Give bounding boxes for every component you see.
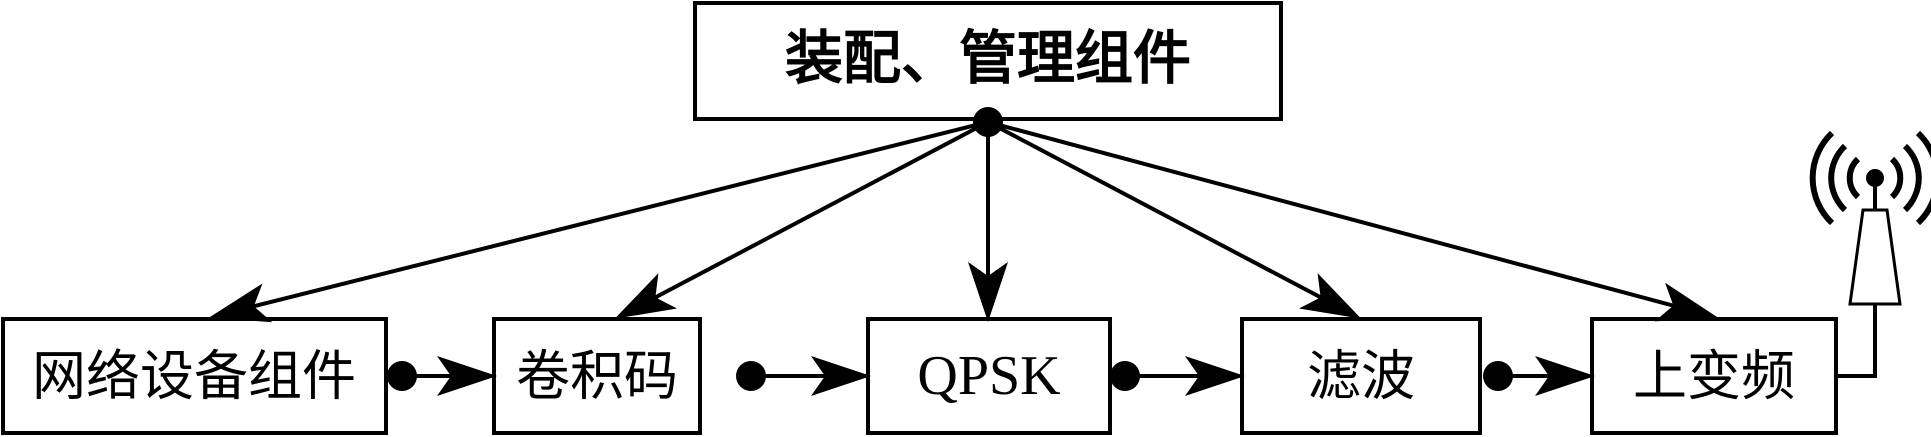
antenna-wave-left-2 [1828, 143, 1848, 213]
filter-label: 滤波 [1307, 345, 1415, 408]
upconverter-block: 上变频 [1590, 317, 1838, 435]
antenna-wave-left-1 [1846, 156, 1861, 200]
convolutional-code-block: 卷积码 [492, 317, 702, 435]
fanout-junction-dot [973, 107, 1003, 137]
qpsk-block: QPSK [866, 317, 1112, 435]
assembly-management-label: 装配、管理组件 [785, 24, 1191, 92]
chain-dot-2 [736, 361, 766, 391]
chain-dot-4 [1483, 361, 1513, 391]
control-fanout [209, 107, 1718, 323]
qpsk-label: QPSK [917, 345, 1060, 407]
filter-block: 滤波 [1240, 317, 1482, 435]
network-device-block: 网络设备组件 [1, 317, 388, 435]
convolutional-code-label: 卷积码 [516, 345, 678, 408]
antenna-wave-right-1 [1889, 156, 1904, 200]
control-arrow-upconverter [987, 120, 1718, 322]
chain-dot-1 [387, 361, 417, 391]
antenna-feed-line [1836, 304, 1877, 378]
signal-chain [387, 356, 1595, 396]
antenna-wave-left-3 [1809, 130, 1835, 226]
control-arrow-conv [614, 120, 989, 319]
control-arrow-network [209, 120, 989, 323]
network-device-label: 网络设备组件 [32, 345, 356, 408]
antenna-wave-right-3 [1915, 130, 1931, 226]
upconverter-label: 上变频 [1633, 345, 1795, 408]
antenna-icon [1809, 130, 1931, 378]
antenna-wave-right-2 [1902, 143, 1922, 213]
chain-dot-3 [1110, 361, 1140, 391]
antenna-tip [1866, 169, 1884, 187]
control-arrow-filter [987, 120, 1362, 319]
assembly-management-block: 装配、管理组件 [693, 1, 1283, 121]
antenna-mast [1848, 208, 1902, 306]
